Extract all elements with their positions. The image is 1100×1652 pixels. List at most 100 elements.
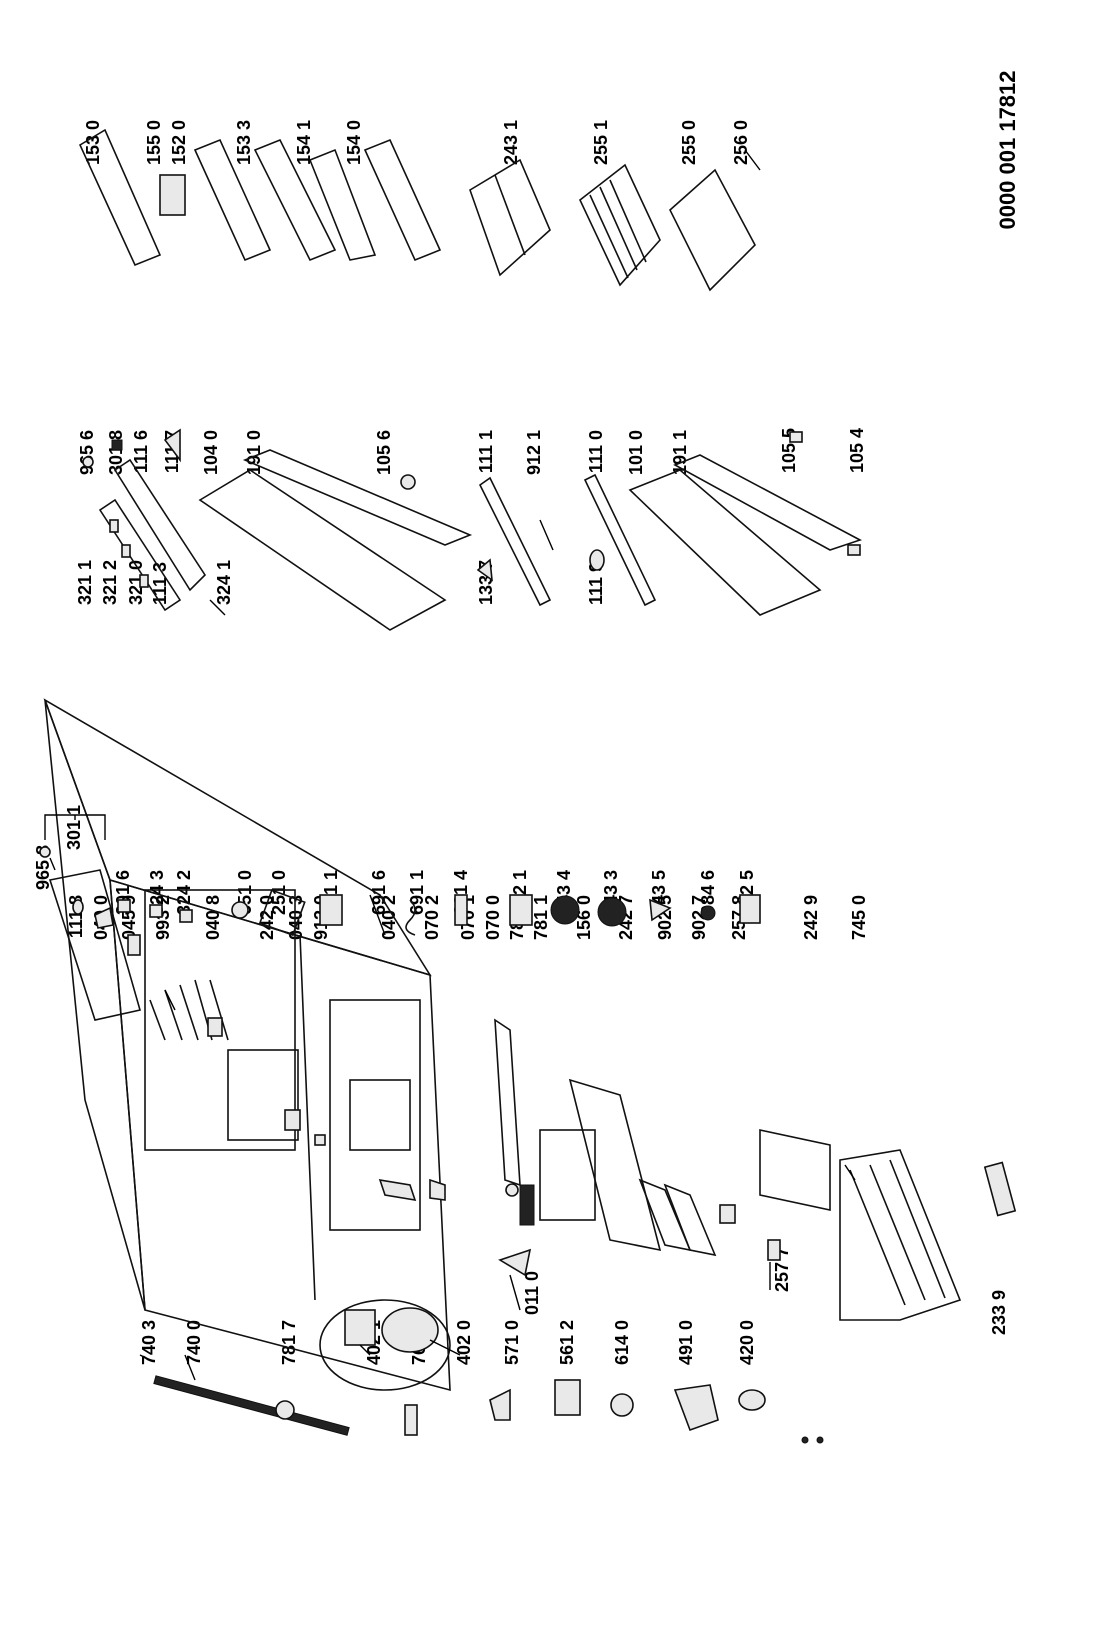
part-084-6-shape bbox=[700, 905, 716, 921]
part-321-1-shape bbox=[109, 519, 119, 533]
part-691-4-shape bbox=[454, 894, 468, 926]
part-label-5710: 571 0 bbox=[502, 1320, 522, 1365]
part-label-0702: 070 2 bbox=[422, 895, 442, 940]
part-label-0846: 084 6 bbox=[698, 870, 718, 915]
part-label-6916: 691 6 bbox=[369, 870, 389, 915]
cabinet-top bbox=[43, 698, 432, 977]
part-label-1010: 101 0 bbox=[626, 430, 646, 475]
part-045-9-shape bbox=[127, 934, 141, 956]
part-902-7-shape bbox=[663, 1183, 717, 1257]
gasket-191-0 bbox=[242, 449, 473, 546]
part-443-4-shape bbox=[550, 895, 580, 925]
shelf-243-1 bbox=[469, 158, 551, 277]
part-label-1541: 154 1 bbox=[294, 120, 314, 165]
drawer-242-9 bbox=[759, 1129, 831, 1211]
leader-lines bbox=[49, 857, 856, 1381]
part-label-1111: 111 1 bbox=[476, 430, 496, 473]
door-104-0 bbox=[198, 469, 447, 631]
gasket-191-1 bbox=[673, 454, 863, 551]
relay-402-1 bbox=[344, 1309, 376, 1346]
part-965-6-shape bbox=[82, 456, 94, 468]
part-label-7811: 781 1 bbox=[531, 895, 551, 940]
freezer-box bbox=[349, 1079, 411, 1151]
part-label-1911: 191 1 bbox=[670, 430, 690, 475]
part-label-3212: 321 2 bbox=[100, 560, 120, 605]
part-label-0402: 040 2 bbox=[379, 895, 399, 940]
cabinet-divider bbox=[299, 934, 316, 1301]
part-label-2429: 242 9 bbox=[801, 895, 821, 940]
shelf-255-0 bbox=[669, 168, 756, 292]
part-251-0-shape bbox=[258, 889, 306, 937]
part-561-2-shape bbox=[554, 1379, 581, 1416]
door-101-0 bbox=[628, 469, 822, 616]
part-324-3-shape bbox=[149, 904, 163, 918]
part-111-1-shape bbox=[478, 476, 552, 607]
part-040-3-shape bbox=[284, 1109, 301, 1131]
part-256-0-shape bbox=[744, 149, 761, 171]
part-label-3241: 324 1 bbox=[214, 560, 234, 605]
part-442-1-shape bbox=[509, 894, 533, 926]
part-321-2-shape bbox=[121, 544, 131, 558]
part-label-7403: 740 3 bbox=[139, 1320, 159, 1365]
part-label-0700: 070 0 bbox=[483, 895, 503, 940]
part-label-0110: 011 0 bbox=[522, 1271, 542, 1315]
part-257-8-shape bbox=[719, 1204, 736, 1224]
grid-shelf-255-1 bbox=[579, 163, 661, 287]
doors-drawing bbox=[82, 428, 863, 631]
part-label-3018: 301 8 bbox=[106, 430, 126, 475]
part-label-2551: 255 1 bbox=[591, 120, 611, 165]
part-011-0-shape bbox=[498, 1248, 532, 1277]
part-label-5612: 561 2 bbox=[557, 1320, 577, 1365]
part-324-2-shape bbox=[179, 909, 193, 923]
wire-basket-745-0 bbox=[839, 1149, 962, 1321]
part-label-2339: 233 9 bbox=[989, 1290, 1009, 1335]
part-label-1110: 111 0 bbox=[586, 430, 606, 473]
part-label-4200: 420 0 bbox=[737, 1320, 757, 1365]
cabinet-side-panel bbox=[44, 699, 146, 1311]
part-321-0-shape bbox=[139, 574, 149, 588]
bin-153-3 bbox=[253, 138, 337, 262]
part-781-1-shape bbox=[519, 1184, 535, 1226]
part-label-1533: 153 3 bbox=[234, 120, 254, 165]
part-label-1540: 154 0 bbox=[344, 120, 364, 165]
part-label-0408: 040 8 bbox=[203, 895, 223, 940]
part-label-1116: 111 6 bbox=[131, 430, 151, 473]
part-040-8-shape bbox=[207, 1017, 223, 1037]
part-label-3242: 324 2 bbox=[174, 870, 194, 915]
part-420-0-shape bbox=[738, 1389, 766, 1411]
part-111-8-shape bbox=[72, 899, 84, 915]
part-040-2-shape bbox=[378, 1178, 417, 1202]
part-label-3210: 321 0 bbox=[126, 560, 146, 605]
part-label-2550: 255 0 bbox=[679, 120, 699, 165]
handle-rail-301-1 bbox=[48, 869, 142, 1021]
part-442-5-shape bbox=[739, 894, 761, 924]
part-label-6140: 614 0 bbox=[612, 1320, 632, 1365]
bin-154-0 bbox=[363, 138, 442, 262]
compressor-area bbox=[319, 1299, 451, 1391]
part-691-1-shape bbox=[405, 899, 416, 936]
part-label-3243: 324 3 bbox=[147, 870, 167, 915]
drawer-242-7 bbox=[568, 1078, 662, 1252]
document-code: 0000 001 17812 bbox=[995, 70, 1020, 229]
part-label-1054: 105 4 bbox=[847, 428, 867, 473]
part-965-8-shape bbox=[39, 846, 51, 858]
fridge-compartment bbox=[144, 889, 296, 1151]
cabinet-drawing bbox=[43, 698, 521, 1436]
condenser-740-0 bbox=[153, 1375, 350, 1436]
part-781-7-shape bbox=[275, 1400, 295, 1420]
part-781-0-shape bbox=[505, 1183, 519, 1197]
part-label-2431: 243 1 bbox=[501, 120, 521, 165]
part-040-0-shape bbox=[94, 906, 114, 929]
part-902-5-shape bbox=[638, 1178, 692, 1252]
part-912-0-shape bbox=[314, 1134, 326, 1146]
part-label-1530: 153 0 bbox=[83, 120, 103, 165]
screw-a-shape bbox=[801, 1436, 809, 1444]
part-233-9-shape bbox=[983, 1161, 1017, 1217]
part-label-1119: 111 9 bbox=[586, 562, 606, 605]
part-label-7400: 740 0 bbox=[184, 1320, 204, 1365]
part-label-1910: 191 0 bbox=[244, 430, 264, 475]
compressor-402-0 bbox=[381, 1307, 439, 1353]
egg-tray-155-0 bbox=[159, 174, 186, 216]
